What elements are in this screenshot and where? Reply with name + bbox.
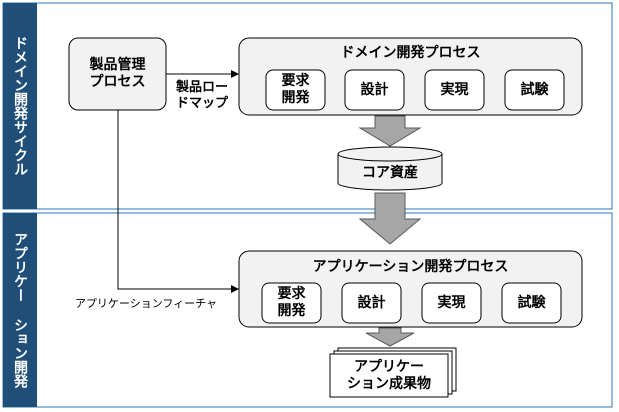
domain-lane-label: ドメイン開発サイクル xyxy=(12,36,28,176)
core-assets-cylinder xyxy=(337,154,443,191)
feature-label: アプリケーションフィーチャ xyxy=(74,296,218,310)
feature-connector xyxy=(117,110,239,293)
domain-step-test-box xyxy=(504,69,565,111)
app-step-test-box xyxy=(501,282,562,324)
domain-step-test: 試験 xyxy=(520,81,549,98)
app-process-title: アプリケーション開発プロセス xyxy=(312,258,509,275)
products-doc-front xyxy=(329,353,449,398)
domain-step-design: 設計 xyxy=(360,81,389,98)
app-step-realization: 実現 xyxy=(437,294,466,311)
product-mgmt-label: 製品管理 プロセス xyxy=(89,57,146,90)
domain-step-realization: 実現 xyxy=(440,81,469,98)
app-products-label: アプリケー ション成果物 xyxy=(347,358,431,392)
roadmap-label: 製品ロー ドマップ xyxy=(175,80,228,111)
application-lane-label: アプリケー ション開発 xyxy=(12,232,28,388)
domain-step-realization-box xyxy=(424,69,485,111)
domain-lane-header xyxy=(3,3,37,209)
domain-step-design-box xyxy=(344,69,405,111)
app-step-realization-box xyxy=(421,282,482,324)
app-step-design: 設計 xyxy=(357,294,386,311)
app-step-test: 試験 xyxy=(517,294,546,311)
arrow-app-to-products xyxy=(365,327,415,347)
domain-step-requirements: 要求 開発 xyxy=(281,73,310,106)
domain-process-title: ドメイン開発プロセス xyxy=(340,44,481,61)
core-assets-cylinder-top xyxy=(337,146,443,162)
application-lane-header xyxy=(3,213,37,407)
arrow-domain-to-assets xyxy=(358,115,422,147)
core-assets-label: コア資産 xyxy=(362,164,418,181)
arrow-assets-to-app xyxy=(358,192,422,245)
app-process-box xyxy=(238,250,583,328)
domain-step-requirements-box xyxy=(265,69,326,111)
app-step-requirements-box xyxy=(261,282,322,324)
app-step-requirements: 要求 開発 xyxy=(277,286,306,319)
app-step-design-box xyxy=(341,282,402,324)
